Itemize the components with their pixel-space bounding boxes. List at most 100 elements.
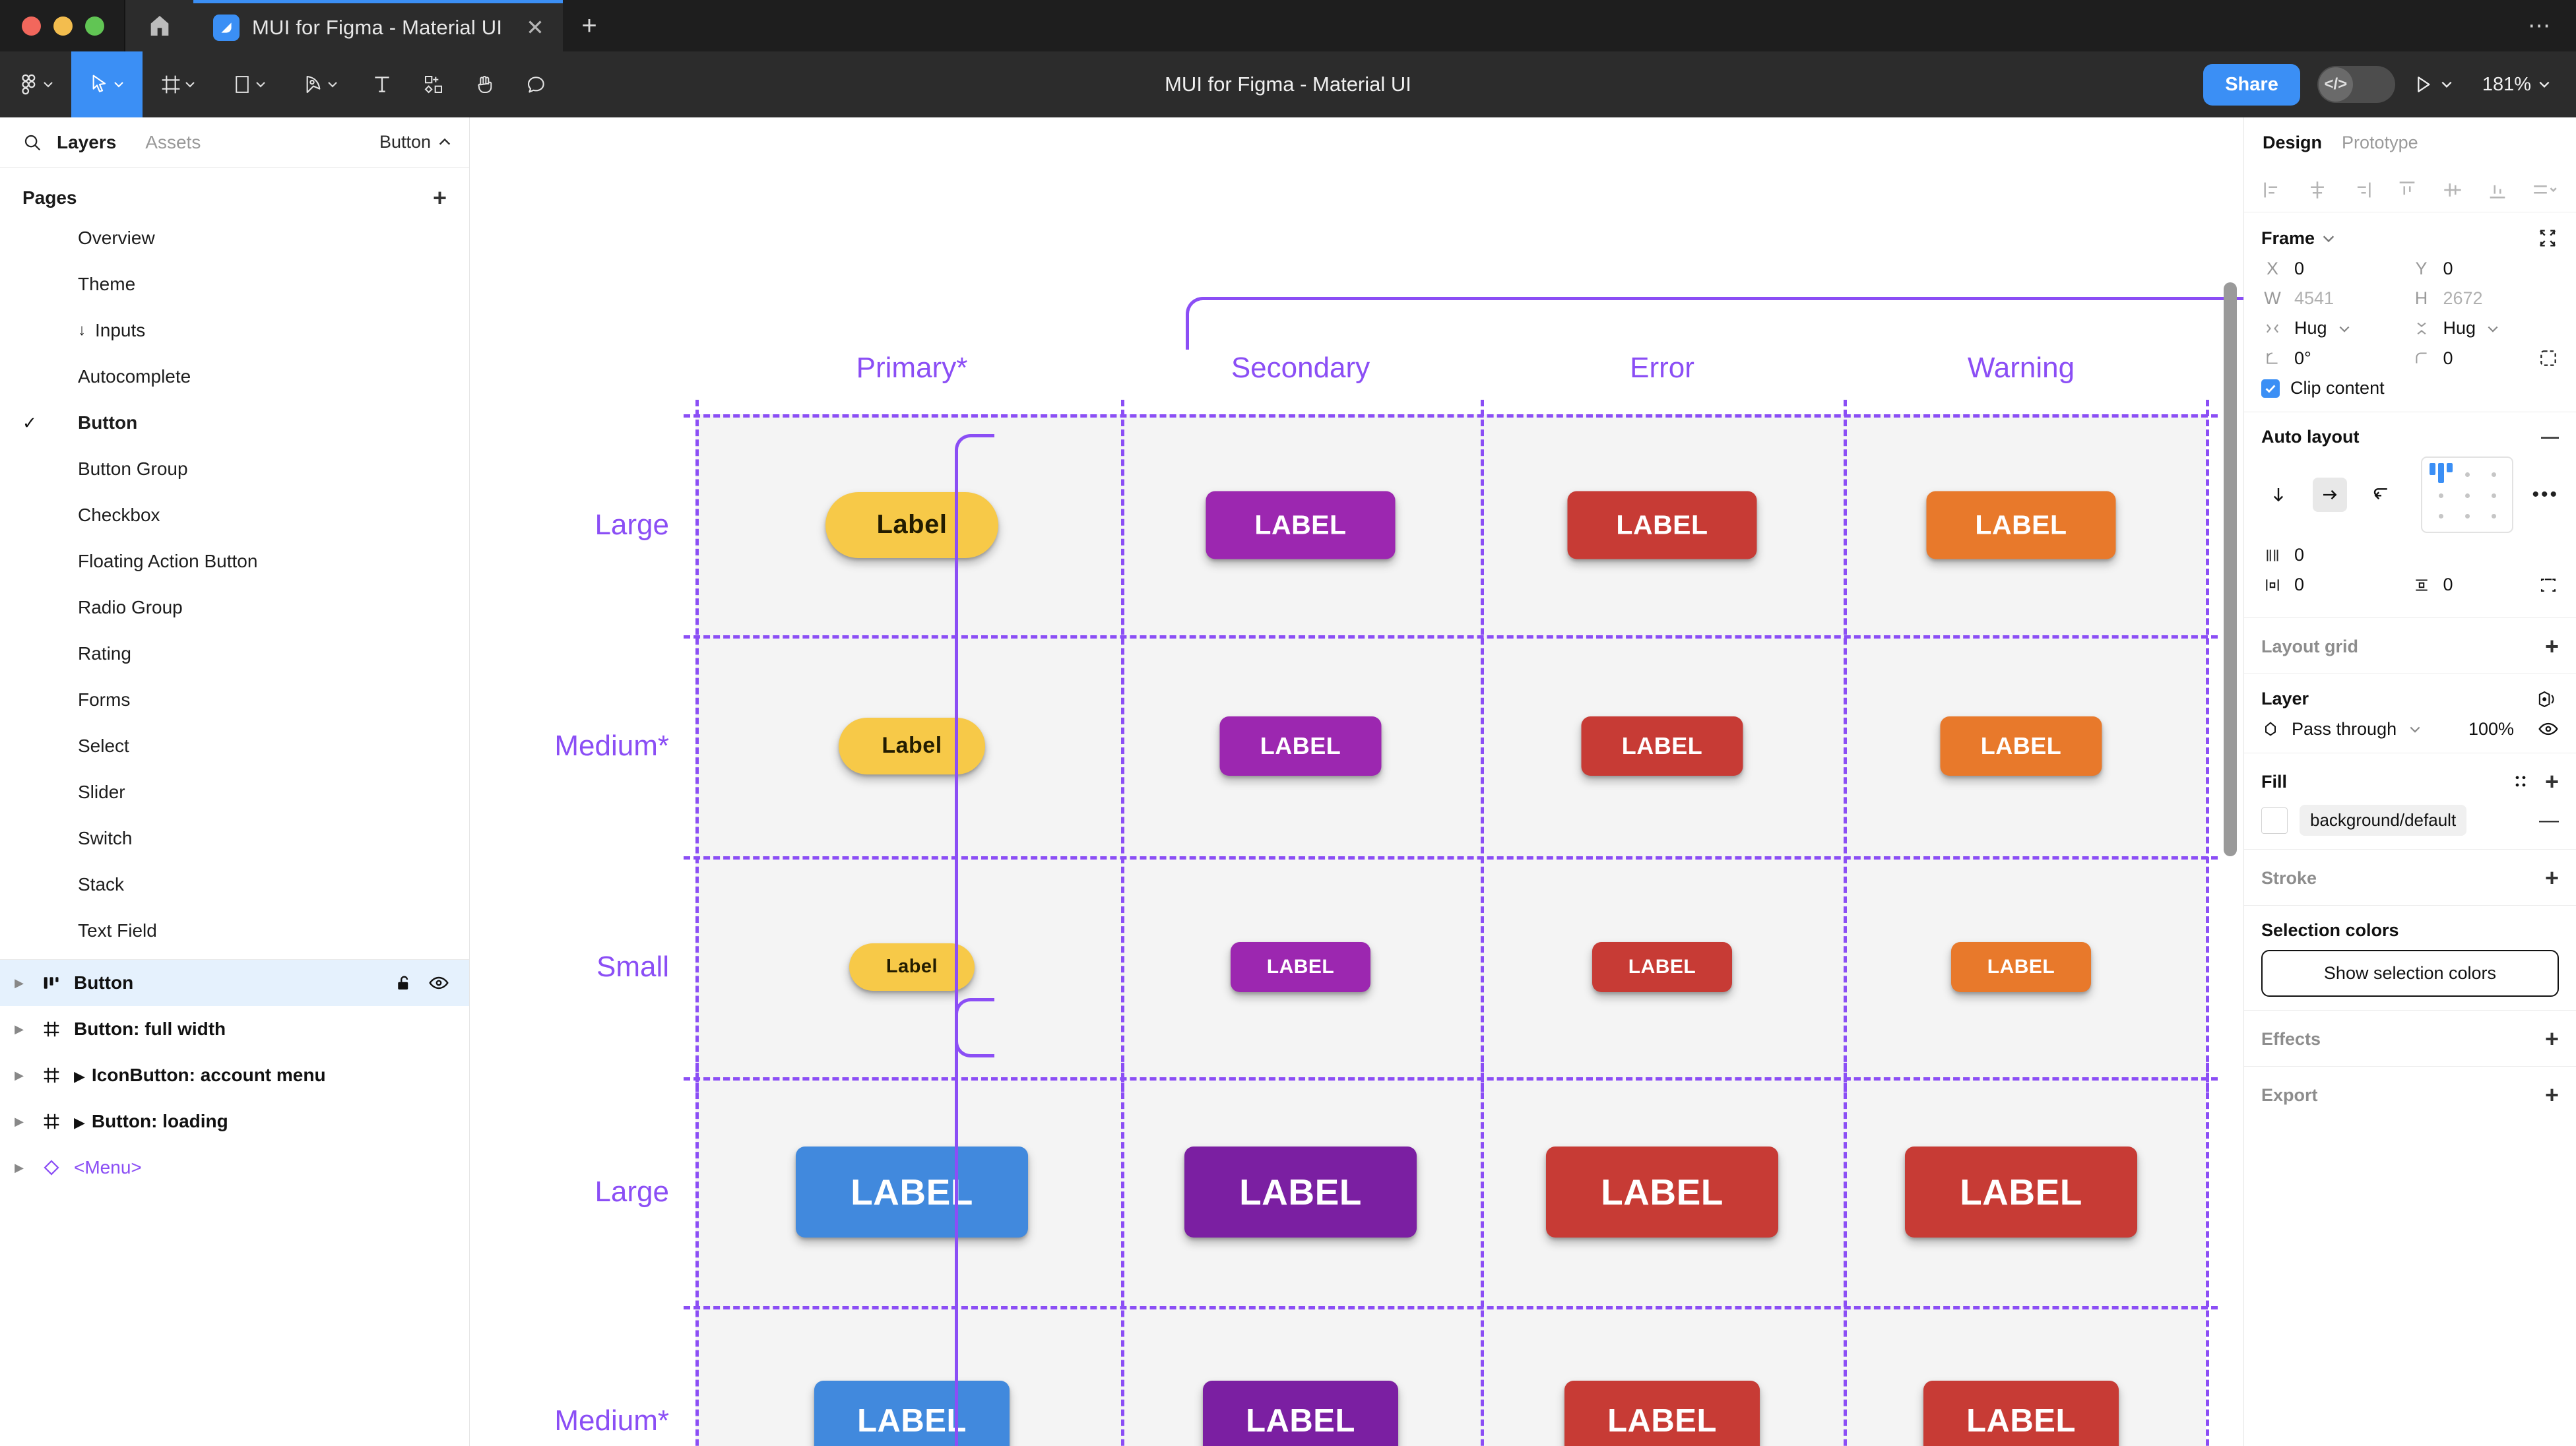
layer-item[interactable]: ▶Button: full width [0, 1006, 469, 1052]
page-item-inputs[interactable]: ↓Inputs [0, 307, 469, 354]
expand-triangle-icon[interactable]: ▶ [15, 1114, 24, 1128]
variant-button[interactable]: LABEL [1905, 1146, 2137, 1238]
dev-mode-toggle[interactable]: </> [2317, 66, 2395, 103]
search-icon[interactable] [22, 133, 42, 152]
clip-content-row[interactable]: Clip content [2261, 378, 2559, 398]
fill-styles-icon[interactable] [2511, 772, 2530, 792]
auto-layout-alignment-pad[interactable] [2421, 456, 2513, 533]
independent-corners-button[interactable] [2538, 348, 2559, 369]
rotation-field[interactable]: 0° [2261, 348, 2410, 369]
align-dot[interactable] [2491, 493, 2496, 498]
browser-tab-active[interactable]: MUI for Figma - Material UI ✕ [193, 0, 563, 51]
clip-content-checkbox[interactable] [2261, 379, 2280, 398]
page-item-forms[interactable]: Forms [0, 677, 469, 723]
page-item-button-group[interactable]: Button Group [0, 446, 469, 492]
width-field[interactable]: W 4541 [2261, 288, 2410, 309]
expand-triangle-icon[interactable]: ▶ [15, 1068, 24, 1082]
maximize-window-button[interactable] [85, 16, 104, 36]
hand-tool-button[interactable] [459, 51, 511, 117]
align-dot[interactable] [2438, 493, 2443, 498]
variant-button[interactable]: LABEL [1203, 1380, 1398, 1446]
variant-button[interactable]: Label [825, 491, 998, 558]
variant-button[interactable]: LABEL [1219, 716, 1382, 776]
layer-item[interactable]: ▶▶IconButton: account menu [0, 1052, 469, 1098]
window-menu-button[interactable]: ⋯ [2504, 0, 2576, 51]
align-dot[interactable] [2491, 514, 2496, 519]
figma-menu-button[interactable] [0, 51, 71, 117]
page-item-select[interactable]: Select [0, 723, 469, 769]
vertical-padding-field[interactable]: 0 [2410, 575, 2560, 595]
add-stroke-button[interactable]: + [2544, 864, 2559, 891]
fill-token-name[interactable]: background/default [2300, 805, 2467, 836]
direction-wrap-button[interactable] [2364, 478, 2399, 512]
align-dot[interactable] [2491, 472, 2496, 477]
pen-tool-button[interactable] [285, 51, 356, 117]
variant-button[interactable]: LABEL [796, 1146, 1028, 1238]
breadcrumb[interactable]: Button [379, 132, 452, 152]
comment-tool-button[interactable] [511, 51, 562, 117]
align-right-icon[interactable] [2351, 179, 2373, 201]
remove-fill-button[interactable]: — [2539, 809, 2559, 831]
variant-button[interactable]: LABEL [1926, 491, 2116, 559]
y-field[interactable]: Y 0 [2410, 259, 2560, 279]
present-button[interactable] [2412, 74, 2453, 95]
add-effect-button[interactable]: + [2544, 1025, 2559, 1052]
tab-layers[interactable]: Layers [57, 131, 117, 152]
align-dot[interactable] [2464, 493, 2470, 498]
page-item-stack[interactable]: Stack [0, 862, 469, 908]
direction-horizontal-button[interactable] [2313, 478, 2347, 512]
page-item-radio-group[interactable]: Radio Group [0, 584, 469, 631]
add-layout-grid-button[interactable]: + [2544, 633, 2559, 660]
close-tab-button[interactable]: ✕ [526, 15, 544, 40]
page-item-checkbox[interactable]: Checkbox [0, 492, 469, 538]
corner-radius-field[interactable]: 0 [2410, 348, 2560, 369]
remove-auto-layout-button[interactable]: — [2541, 427, 2559, 447]
variant-button[interactable]: LABEL [1546, 1146, 1778, 1238]
page-item-floating-action-button[interactable]: Floating Action Button [0, 538, 469, 584]
lock-icon[interactable] [394, 973, 414, 993]
align-dot[interactable] [2464, 472, 2470, 477]
page-item-text-field[interactable]: Text Field [0, 908, 469, 954]
tab-assets[interactable]: Assets [145, 131, 201, 152]
minimize-window-button[interactable] [53, 16, 73, 36]
page-item-autocomplete[interactable]: Autocomplete [0, 354, 469, 400]
layer-item[interactable]: ▶<Menu> [0, 1145, 469, 1191]
shape-tool-button[interactable] [214, 51, 285, 117]
align-left-icon[interactable] [2261, 179, 2284, 201]
align-horizontal-center-icon[interactable] [2306, 179, 2329, 201]
direction-vertical-button[interactable] [2261, 478, 2296, 512]
align-dot[interactable] [2438, 514, 2443, 519]
height-field[interactable]: H 2672 [2410, 288, 2560, 309]
page-item-slider[interactable]: Slider [0, 769, 469, 815]
tab-prototype[interactable]: Prototype [2342, 132, 2418, 152]
align-dot[interactable] [2464, 514, 2470, 519]
home-button[interactable] [124, 0, 193, 51]
variant-button[interactable]: LABEL [1567, 491, 1757, 559]
expand-triangle-icon[interactable]: ▶ [15, 1022, 24, 1036]
distribute-icon[interactable] [2531, 179, 2559, 201]
resize-to-fit-button[interactable] [2536, 227, 2559, 249]
design-canvas[interactable]: Contained Primary*SecondaryErrorWarningL… [470, 117, 2243, 1446]
layer-item[interactable]: ▶▶Button: loading [0, 1098, 469, 1145]
visibility-eye-icon[interactable] [2538, 718, 2559, 739]
align-top-icon[interactable] [2396, 179, 2418, 201]
variant-button[interactable]: LABEL [1231, 941, 1370, 992]
gap-field[interactable]: 0 [2261, 545, 2410, 565]
horizontal-padding-field[interactable]: 0 [2261, 575, 2410, 595]
layer-settings-icon[interactable] [2536, 689, 2559, 709]
page-item-switch[interactable]: Switch [0, 815, 469, 862]
vertical-resizing-select[interactable]: Hug [2410, 318, 2560, 338]
text-tool-button[interactable] [356, 51, 408, 117]
fill-color-swatch[interactable] [2261, 807, 2288, 834]
chevron-down-icon[interactable] [2321, 231, 2336, 245]
move-tool-button[interactable] [71, 51, 143, 117]
resources-tool-button[interactable] [408, 51, 459, 117]
align-vertical-center-icon[interactable] [2441, 179, 2464, 201]
page-item-rating[interactable]: Rating [0, 631, 469, 677]
page-item-button[interactable]: ✓Button [0, 400, 469, 446]
add-fill-button[interactable]: + [2544, 768, 2559, 795]
expand-triangle-icon[interactable]: ▶ [15, 1160, 24, 1174]
add-export-button[interactable]: + [2544, 1081, 2559, 1108]
share-button[interactable]: Share [2203, 63, 2300, 106]
variant-button[interactable]: LABEL [814, 1380, 1010, 1446]
